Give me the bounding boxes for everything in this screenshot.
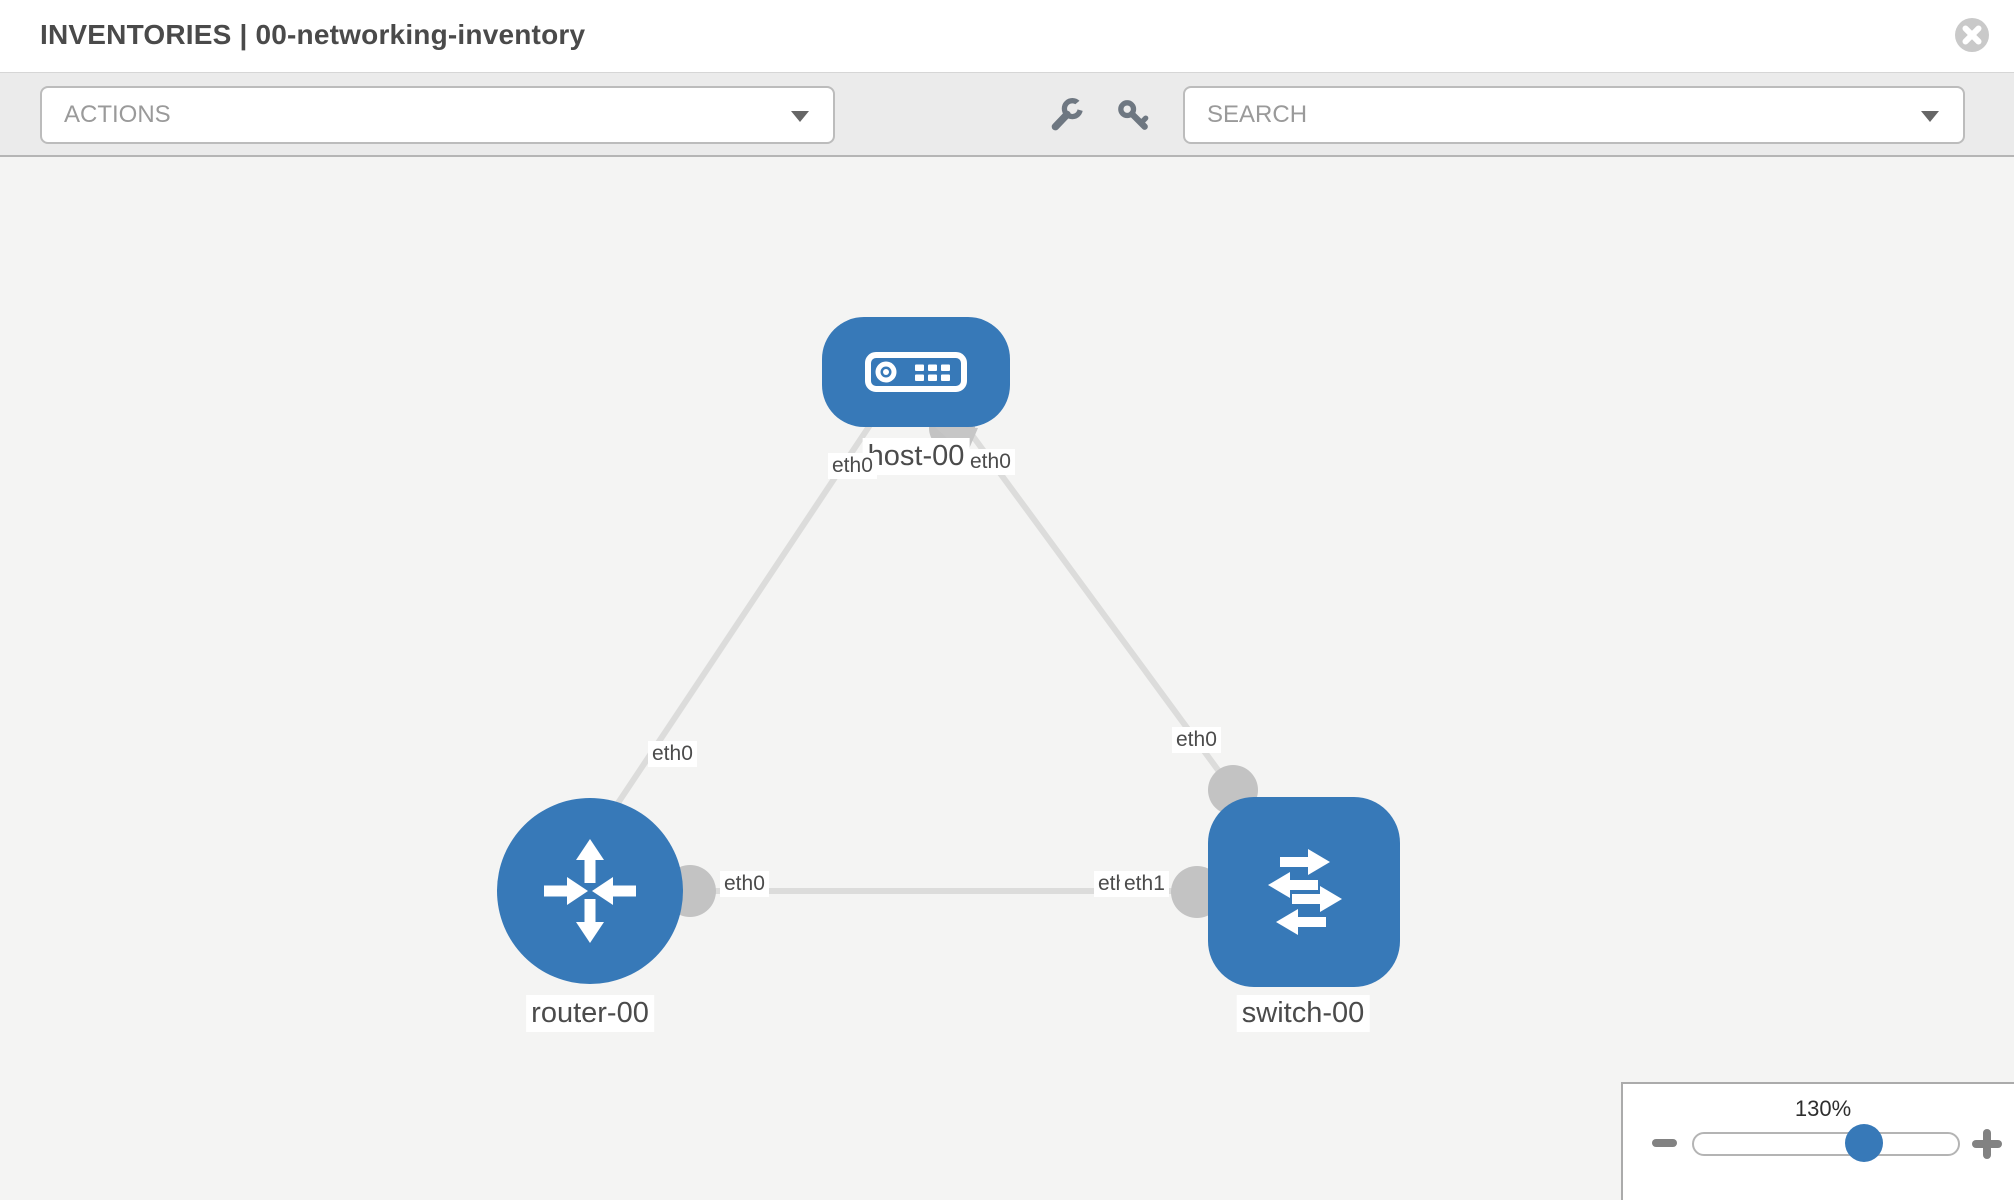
node-label-switch: switch-00 [1236, 995, 1370, 1032]
node-label-router: router-00 [526, 995, 654, 1032]
zoom-slider-thumb[interactable] [1845, 1124, 1883, 1162]
node-host-00[interactable] [822, 317, 1010, 427]
iface-label-host-eth0-left: eth0 [828, 453, 877, 479]
host-icon [865, 352, 967, 392]
search-dropdown-label: SEARCH [1207, 101, 1308, 128]
iface-label-switch-top-eth0: eth0 [1172, 727, 1221, 753]
close-icon [1955, 18, 1989, 52]
actions-dropdown[interactable]: ACTIONS [40, 86, 835, 144]
page-title: INVENTORIES | 00-networking-inventory [40, 19, 586, 50]
close-button[interactable] [1954, 17, 1990, 53]
iface-label-host-eth0-right: eth0 [966, 449, 1015, 475]
toolbar: ACTIONS SEARCH [0, 72, 2014, 157]
node-label-host: host-00 [862, 438, 970, 475]
router-icon [544, 839, 636, 943]
switch-icon [1268, 849, 1342, 935]
configure-button[interactable] [1045, 95, 1087, 137]
chevron-down-icon [1921, 111, 1939, 122]
header: INVENTORIES | 00-networking-inventory [0, 0, 2014, 72]
zoom-in-button[interactable] [1972, 1129, 2002, 1159]
zoom-level-value: 130% [1794, 1096, 1852, 1121]
actions-dropdown-label: ACTIONS [64, 101, 171, 128]
node-router-00[interactable] [497, 798, 683, 984]
iface-label-switch-left-eth1: eth1 [1120, 871, 1169, 897]
zoom-panel: 130% [1621, 1082, 2014, 1200]
zoom-slider-track[interactable] [1692, 1132, 1960, 1156]
node-switch-00[interactable] [1208, 797, 1400, 987]
zoom-out-button[interactable] [1652, 1139, 1677, 1147]
chevron-down-icon [791, 111, 809, 122]
wrench-icon [1051, 96, 1087, 130]
link-host-router[interactable] [597, 408, 883, 832]
search-dropdown[interactable]: SEARCH [1183, 86, 1965, 144]
iface-label-router-right-eth0: eth0 [720, 871, 769, 897]
credentials-button[interactable] [1112, 95, 1154, 137]
key-icon [1118, 99, 1149, 130]
iface-label-router-top-eth0: eth0 [648, 741, 697, 767]
